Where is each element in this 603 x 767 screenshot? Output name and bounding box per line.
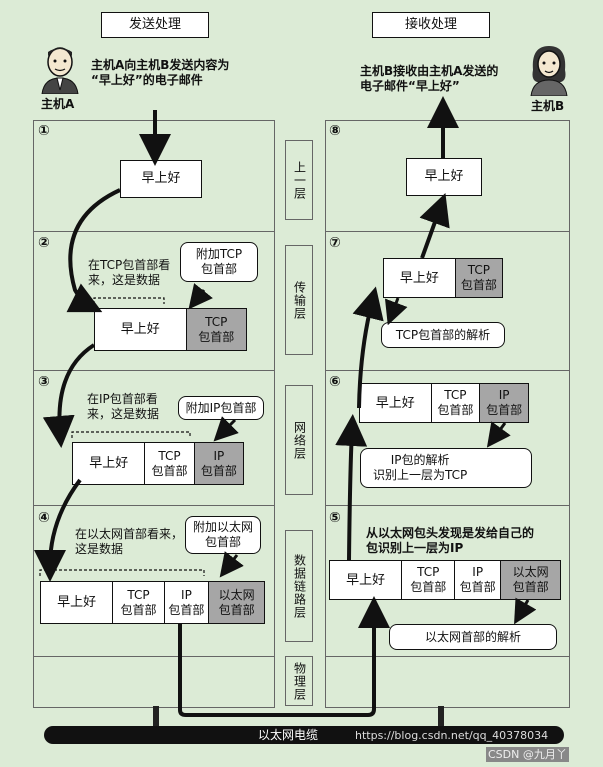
packet-tcp-cell: TCP 包首部 xyxy=(112,582,163,623)
ethernet-cable xyxy=(44,726,564,744)
step-5: ⑤ xyxy=(329,510,341,526)
watermark-credit: CSDN @九月丫 xyxy=(486,747,569,762)
cable-post-right xyxy=(438,706,444,728)
host-a-avatar-icon xyxy=(38,44,82,94)
receive-description: 主机B接收由主机A发送的 电子邮件“早上好” xyxy=(360,64,499,93)
layer-app: 上一层 xyxy=(285,140,313,220)
send-row-divider xyxy=(33,231,275,232)
watermark-url: https://blog.csdn.net/qq_40378034 xyxy=(355,729,549,742)
layer-network: 网络层 xyxy=(285,385,313,495)
receive-row-divider xyxy=(325,231,570,232)
send-row-divider xyxy=(33,370,275,371)
step-6: ⑥ xyxy=(329,374,341,390)
note-parse-ip: IP包的解析 识别上一层为TCP xyxy=(360,448,532,488)
layer-physical: 物理层 xyxy=(285,656,313,706)
note-parse-eth: 以太网首部的解析 xyxy=(389,624,557,650)
send-network-packet: 早上好 TCP 包首部 IP 包首部 xyxy=(72,442,244,485)
host-b-avatar-icon xyxy=(527,44,571,96)
packet-tcp-cell: TCP 包首部 xyxy=(454,259,502,297)
receive-row-divider xyxy=(325,370,570,371)
step-4: ④ xyxy=(38,510,50,526)
receive-header: 接收处理 xyxy=(372,12,490,38)
cable-label: 以太网电缆 xyxy=(258,728,319,742)
packet-data-cell: 早上好 xyxy=(346,572,386,588)
packet-tcp-cell: TCP 包首部 xyxy=(430,384,480,422)
layer-datalink: 数据链路层 xyxy=(285,530,313,642)
receive-row-divider xyxy=(325,656,570,657)
send-row-divider xyxy=(33,505,275,506)
send-datalink-packet: 早上好 TCP 包首部 IP 包首部 以太网 包首部 xyxy=(40,581,265,624)
send-header: 发送处理 xyxy=(101,12,209,38)
host-a-label: 主机A xyxy=(41,97,75,111)
note-add-eth: 附加以太网 包首部 xyxy=(185,516,261,554)
packet-data-cell: 早上好 xyxy=(120,322,160,337)
step-1: ① xyxy=(38,123,50,139)
packet-tcp-cell: TCP 包首部 xyxy=(401,561,454,599)
receive-transport-packet: 早上好 TCP 包首部 xyxy=(383,258,503,298)
packet-data-cell: 早上好 xyxy=(399,270,439,286)
note-add-ip: 附加IP包首部 xyxy=(178,396,264,420)
packet-ip-cell: IP 包首部 xyxy=(454,561,500,599)
send-description: 主机A向主机B发送内容为 “早上好”的电子邮件 xyxy=(91,58,230,87)
packet-eth-cell: 以太网 包首部 xyxy=(208,582,264,623)
packet-ip-cell: IP 包首部 xyxy=(163,582,209,623)
packet-tcp-cell: TCP 包首部 xyxy=(144,443,193,484)
step-3: ③ xyxy=(38,374,50,390)
note-add-tcp: 附加TCP 包首部 xyxy=(180,242,258,282)
step-7: ⑦ xyxy=(329,235,341,251)
packet-tcp-cell: TCP 包首部 xyxy=(185,309,246,350)
packet-data-cell: 早上好 xyxy=(89,456,129,471)
packet-ip-cell: IP 包首部 xyxy=(479,384,528,422)
packet-data-cell: 早上好 xyxy=(375,395,415,411)
step-8: ⑧ xyxy=(329,123,341,139)
packet-ip-cell: IP 包首部 xyxy=(193,443,243,484)
note-view-eth: 在以太网首部看来， 这是数据 xyxy=(75,527,184,556)
step-2: ② xyxy=(38,235,50,251)
layer-transport: 传输层 xyxy=(285,245,313,355)
receive-network-packet: 早上好 TCP 包首部 IP 包首部 xyxy=(359,383,529,423)
note-view-ip: 在IP包首部看 来，这是数据 xyxy=(87,392,160,421)
note-recv-eth: 从以太网包头发现是发给自己的 包识别上一层为IP xyxy=(366,526,535,555)
packet-eth-cell: 以太网 包首部 xyxy=(500,561,560,599)
send-transport-packet: 早上好 TCP 包首部 xyxy=(94,308,247,351)
cable-post-left xyxy=(153,706,159,728)
note-view-tcp: 在TCP包首部看 来，这是数据 xyxy=(88,258,171,287)
host-b-label: 主机B xyxy=(531,99,565,113)
send-row-divider xyxy=(33,656,275,657)
note-parse-tcp: TCP包首部的解析 xyxy=(381,322,505,348)
receive-row-divider xyxy=(325,505,570,506)
packet-data-cell: 早上好 xyxy=(57,595,97,610)
receive-datalink-packet: 早上好 TCP 包首部 IP 包首部 以太网 包首部 xyxy=(329,560,561,600)
